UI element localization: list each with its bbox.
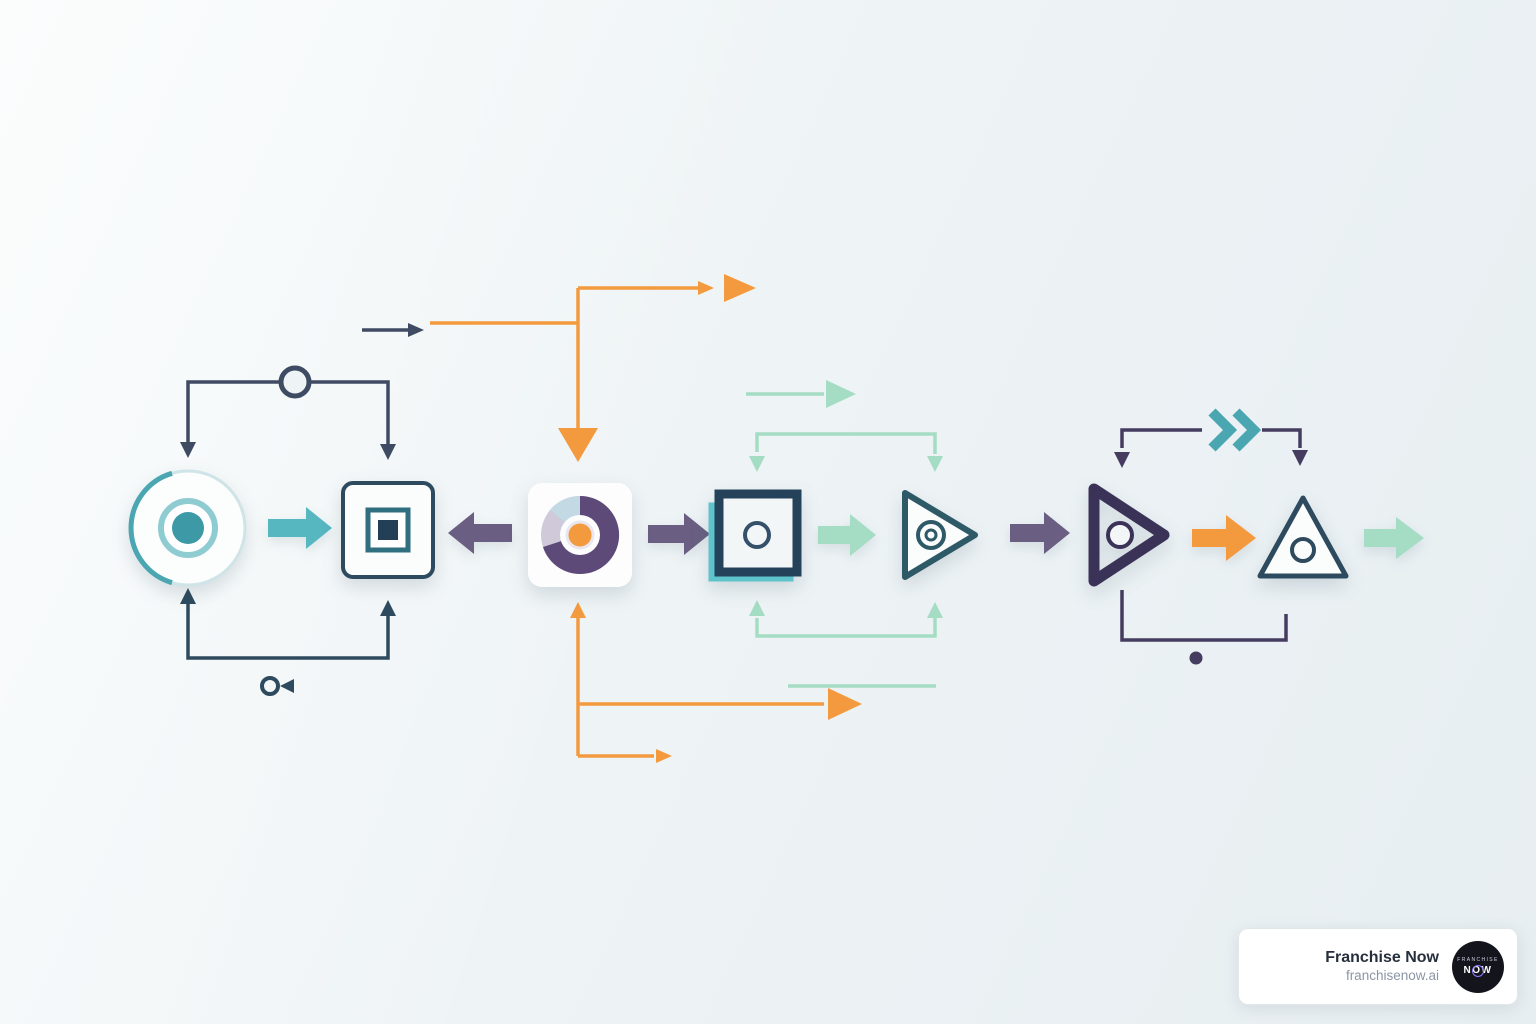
node-core (1106, 521, 1134, 549)
franchise-now-logo: FRANCHISE NOW (1452, 940, 1504, 993)
arrowhead-up (749, 600, 765, 616)
donut-center (565, 520, 595, 550)
block-arrow-right (648, 513, 710, 555)
watermark-text: Franchise Now franchisenow.ai (1325, 948, 1439, 985)
arrowhead-right (656, 749, 672, 763)
watermark-title: Franchise Now (1325, 949, 1439, 967)
node-bold-play-triangle (1088, 483, 1170, 587)
chevron-icon (1208, 408, 1238, 452)
block-arrow-right (268, 507, 332, 549)
node-up-triangle (1257, 495, 1349, 579)
node-core (743, 521, 771, 549)
block-arrow-right (818, 514, 876, 556)
arrowhead-down (180, 442, 196, 458)
connector-right-bottom (1120, 590, 1288, 665)
pin-ornament (260, 676, 280, 696)
arrowhead-up (380, 600, 396, 616)
block-arrow-right (1010, 512, 1070, 554)
arrowhead-down (927, 456, 943, 472)
node-rounded-play-triangle (902, 490, 978, 580)
connector-orange-top (430, 274, 756, 462)
arrowhead-down-large (558, 428, 598, 462)
node-nested-square (341, 481, 435, 579)
arrowhead-right-large (828, 688, 862, 720)
connector-mint-top (746, 380, 943, 472)
dot-ornament (1189, 651, 1203, 665)
connector-top-left-loop (180, 365, 396, 460)
arrowhead-right-large (826, 380, 856, 408)
watermark-card: Franchise Now franchisenow.ai FRANCHISE … (1238, 928, 1518, 1005)
connector-bottom-left-loop (180, 588, 396, 696)
chevron-icon (1232, 408, 1262, 452)
arrowhead-down (749, 456, 765, 472)
node-core (172, 512, 204, 544)
connector-small-arrow (362, 323, 424, 337)
logo-main-text: NOW (1463, 965, 1493, 976)
logo-top-text: FRANCHISE (1457, 957, 1499, 963)
block-arrow-left (448, 512, 512, 554)
block-arrow-right (1192, 515, 1256, 561)
node-core (924, 528, 938, 542)
node-layered-square (708, 489, 802, 582)
connector-mint-bottom (749, 600, 943, 688)
flow-arrows (268, 507, 1424, 561)
arrowhead-right-large (724, 274, 756, 302)
node-core (378, 520, 398, 540)
node-core (1290, 537, 1316, 563)
node-concentric-circle (128, 469, 247, 587)
connector-orange-bottom (570, 602, 862, 763)
connector-right-top-loop (1114, 408, 1308, 468)
watermark-url: franchisenow.ai (1345, 968, 1439, 984)
arrowhead-down (1114, 452, 1130, 468)
arrowhead-down (1292, 450, 1308, 466)
arrowhead-up (180, 588, 196, 604)
arrowhead-up (570, 602, 586, 618)
arrowhead-down (380, 444, 396, 460)
node-donut-chart-card (528, 483, 632, 587)
block-arrow-right (1364, 517, 1424, 559)
arrowhead-up (927, 602, 943, 618)
arrowhead-right (698, 281, 714, 295)
